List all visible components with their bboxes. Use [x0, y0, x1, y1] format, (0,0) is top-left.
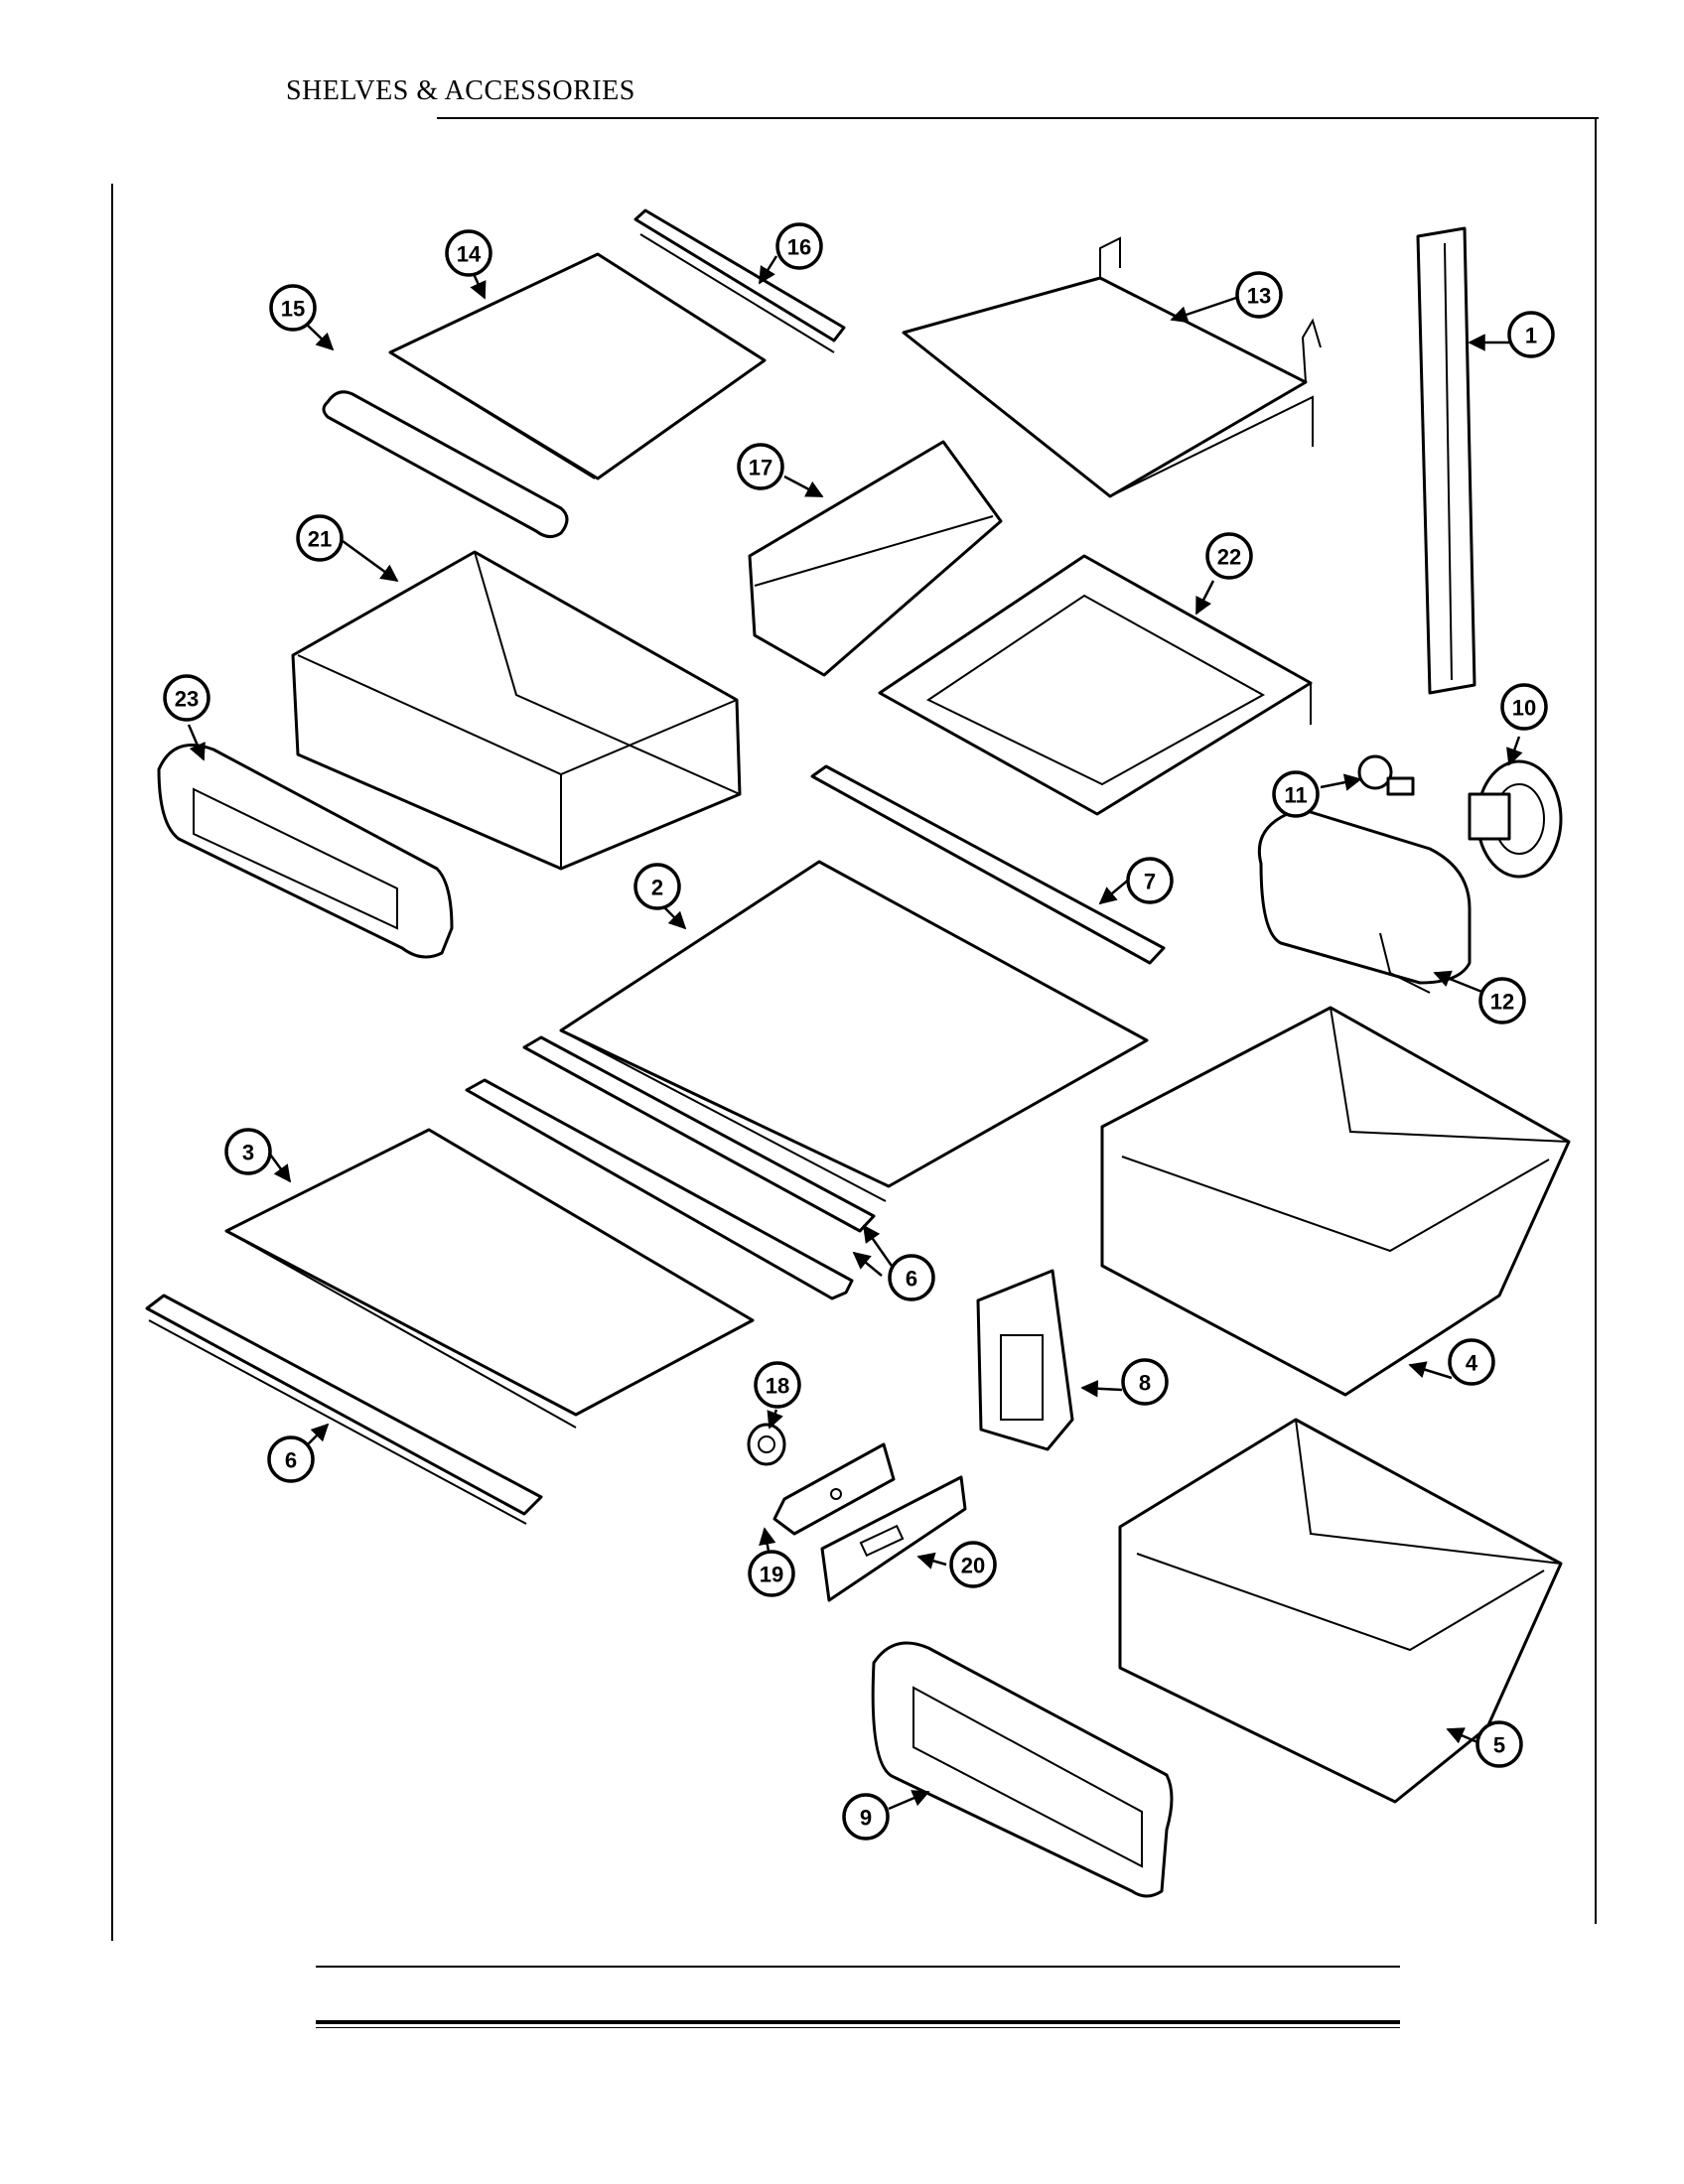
frame-left-border [111, 184, 113, 1941]
part-12-light-shield [1257, 807, 1472, 994]
svg-text:9: 9 [860, 1806, 872, 1831]
callout-5: 5 [1475, 1720, 1523, 1768]
callout-20: 20 [949, 1541, 997, 1588]
callout-3: 3 [224, 1128, 272, 1175]
part-16-trim-strip [633, 208, 846, 353]
footer-rule-double [316, 2020, 1400, 2024]
svg-text:15: 15 [281, 297, 305, 322]
svg-text:19: 19 [760, 1563, 783, 1587]
svg-text:22: 22 [1217, 545, 1241, 570]
part-5-crisper-drawer [1118, 1418, 1563, 1804]
callout-6-upper: 6 [888, 1254, 935, 1301]
part-11-light-bulb [1357, 754, 1415, 796]
svg-text:6: 6 [285, 1448, 297, 1473]
svg-text:21: 21 [308, 527, 332, 552]
svg-text:12: 12 [1490, 990, 1514, 1015]
part-18-knob [747, 1423, 786, 1466]
svg-text:23: 23 [175, 687, 199, 712]
part-3-glass-shelf [224, 1128, 755, 1429]
frame-right-border [1595, 117, 1597, 1924]
callout-4: 4 [1448, 1338, 1495, 1386]
callout-11: 11 [1272, 770, 1320, 818]
part-8-control-housing [976, 1269, 1074, 1451]
part-4-crisper-drawer [1100, 1006, 1571, 1397]
callout-10: 10 [1500, 683, 1548, 731]
svg-text:6: 6 [906, 1267, 917, 1292]
part-15-roller-bar [322, 390, 569, 538]
callout-6-lower: 6 [267, 1435, 315, 1483]
footer-rule-double-thin [316, 2027, 1400, 2028]
part-6-shelf-trim-upper [465, 1035, 876, 1300]
callout-22: 22 [1205, 532, 1253, 580]
svg-text:10: 10 [1512, 696, 1536, 721]
callout-17: 17 [737, 443, 784, 490]
title-rule [437, 117, 1599, 119]
part-6-shelf-trim-lower [145, 1294, 543, 1525]
callout-9: 9 [842, 1793, 890, 1841]
callout-1: 1 [1507, 311, 1555, 358]
footer-rule [316, 1966, 1400, 1968]
part-13-cantilever-shelf [902, 236, 1322, 498]
callout-19: 19 [748, 1550, 795, 1597]
part-14-glass-shelf [388, 252, 767, 480]
part-10-light-socket [1468, 759, 1563, 879]
svg-text:5: 5 [1493, 1733, 1505, 1758]
svg-text:13: 13 [1247, 284, 1271, 309]
svg-text:4: 4 [1466, 1351, 1478, 1376]
callout-16: 16 [775, 222, 823, 270]
callout-2: 2 [633, 863, 681, 910]
callout-7: 7 [1126, 857, 1174, 904]
svg-text:18: 18 [766, 1374, 789, 1399]
part-2-glass-shelf [559, 860, 1149, 1202]
callout-14: 14 [445, 229, 492, 277]
callout-15: 15 [269, 284, 317, 332]
page-title: SHELVES & ACCESSORIES [286, 75, 635, 106]
callout-8: 8 [1121, 1358, 1169, 1406]
leader-lines [187, 255, 1523, 1811]
callout-13: 13 [1235, 271, 1283, 319]
part-19-control-plate [772, 1442, 896, 1536]
callout-21: 21 [296, 514, 344, 562]
svg-text:17: 17 [749, 456, 772, 480]
callout-18: 18 [754, 1361, 801, 1409]
svg-text:1: 1 [1525, 324, 1537, 348]
part-9-drawer-front [871, 1641, 1174, 1898]
svg-text:2: 2 [651, 876, 663, 900]
callout-12: 12 [1478, 977, 1526, 1024]
svg-text:7: 7 [1144, 870, 1156, 894]
part-21-crisper-drawer [291, 550, 742, 871]
svg-text:14: 14 [457, 242, 482, 267]
part-17-bracket [748, 440, 1003, 677]
part-22-shelf-frame [878, 554, 1313, 816]
svg-text:20: 20 [961, 1554, 985, 1578]
callout-23: 23 [163, 674, 210, 722]
part-7-front-trim [810, 764, 1166, 965]
part-20-control-panel [820, 1475, 967, 1602]
svg-text:16: 16 [787, 235, 811, 260]
part-1-shelf-rail [1416, 226, 1476, 695]
svg-text:11: 11 [1284, 783, 1307, 808]
svg-text:8: 8 [1139, 1371, 1151, 1396]
svg-text:3: 3 [242, 1141, 254, 1165]
